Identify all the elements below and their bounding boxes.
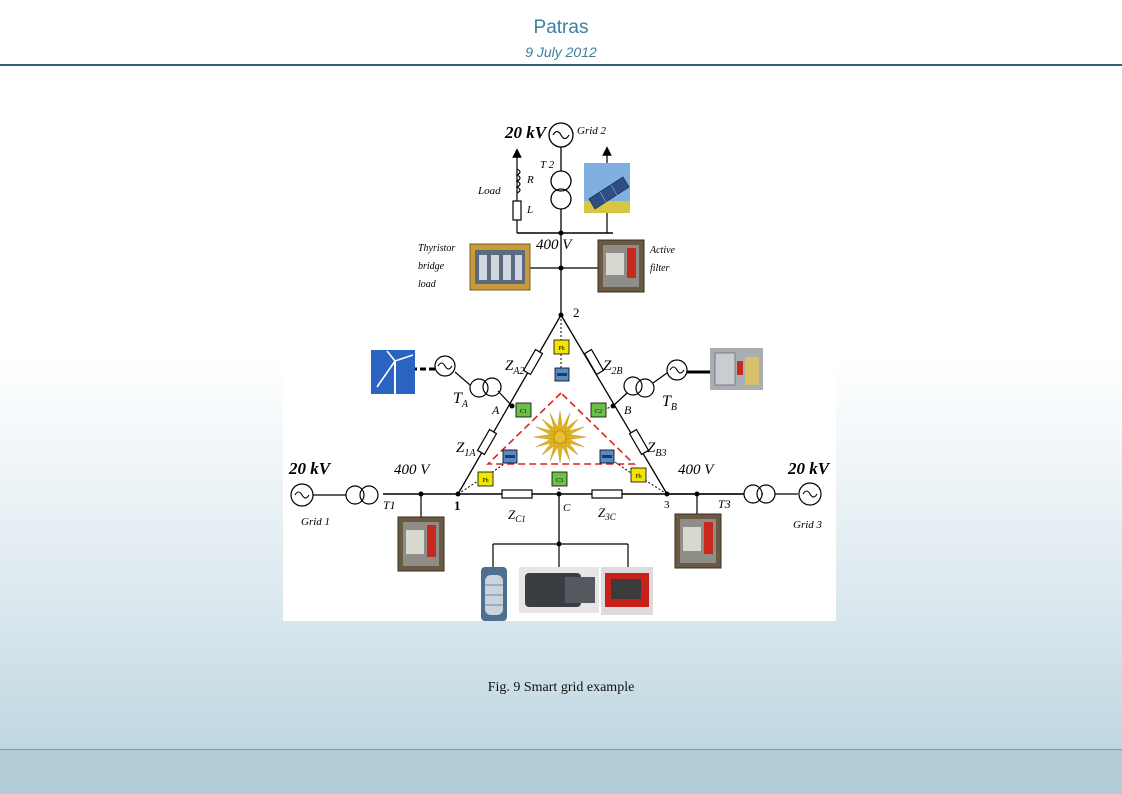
grid-3-source — [798, 482, 822, 506]
svg-text:Ph: Ph — [482, 478, 488, 484]
comm-unit-top — [554, 367, 570, 382]
header-divider — [0, 64, 1122, 66]
comm-unit-right — [599, 449, 615, 464]
impedance-zc1 — [501, 489, 533, 499]
label-grid-2: Grid 2 — [577, 125, 607, 137]
smart-grid-figure: 20 kV Grid 2 T 2 400 V R L Load Thyristo… — [283, 117, 836, 621]
header-date: 9 July 2012 — [525, 44, 597, 60]
label-400v-left: 400 V — [394, 462, 431, 478]
label-t2: T 2 — [540, 159, 555, 171]
communication-triangle — [486, 391, 636, 465]
impedance-z3c — [591, 489, 623, 499]
solar-panel-image — [584, 163, 630, 213]
comm-unit-left — [502, 449, 518, 464]
label-20kv-top: 20 kV — [504, 123, 548, 142]
active-filter-right-image — [674, 513, 722, 569]
label-tb: TB — [662, 393, 677, 413]
label-node-b: B — [624, 403, 632, 417]
controller-c2: C2 — [590, 402, 607, 418]
battery-storage-image — [481, 567, 507, 621]
slide-header: Patras 9 July 2012 — [0, 0, 1122, 66]
fuel-cell-image — [519, 567, 599, 613]
impedance-z1a — [476, 428, 498, 456]
phasor-unit-top: Ph — [553, 339, 570, 355]
label-400v-right: 400 V — [678, 462, 715, 478]
header-place: Patras — [533, 17, 589, 38]
label-ta: TA — [453, 390, 469, 410]
label-thyristor-1: Thyristor — [418, 243, 455, 254]
inductor-r — [515, 168, 521, 194]
controller-c1: C1 — [515, 402, 532, 418]
label-thyristor-2: bridge — [418, 261, 445, 272]
generator-b-source — [666, 359, 688, 381]
svg-text:Ph: Ph — [635, 474, 641, 480]
label-active-1: Active — [649, 245, 676, 256]
active-filter-left-image — [397, 516, 445, 572]
slide-footer-band — [0, 749, 1122, 794]
label-node-a: A — [491, 403, 500, 417]
label-400v-top: 400 V — [536, 237, 573, 253]
label-za2: ZA2 — [505, 358, 524, 377]
transformer-t3 — [743, 484, 776, 504]
wind-generator-source — [434, 355, 456, 377]
label-zb3: ZB3 — [647, 440, 666, 459]
vergina-sun-emblem — [533, 410, 587, 464]
label-t3: T3 — [718, 497, 731, 511]
label-z2b: Z2B — [603, 358, 622, 377]
figure-caption: Fig. 9 Smart grid example — [487, 680, 635, 695]
svg-text:C3: C3 — [556, 478, 563, 484]
label-20kv-right: 20 kV — [787, 459, 831, 478]
transformer-tb — [623, 376, 655, 398]
label-l: L — [526, 204, 533, 216]
flywheel-unit-image — [710, 348, 763, 390]
label-grid-3: Grid 3 — [793, 519, 823, 531]
impedance-zb3 — [628, 428, 650, 456]
smart-grid-diagram: 20 kV Grid 2 T 2 400 V R L Load Thyristo… — [288, 122, 831, 621]
svg-text:C1: C1 — [520, 409, 527, 415]
impedance-z2b — [583, 348, 605, 376]
impedance-za2 — [522, 348, 544, 376]
active-filter-top-image — [597, 239, 645, 293]
label-load: Load — [477, 185, 501, 197]
label-z3c: Z3C — [598, 505, 617, 522]
thyristor-bridge-image — [469, 243, 531, 291]
label-z1a: Z1A — [456, 440, 476, 459]
transformer-ta — [469, 377, 502, 398]
grid-1-source — [290, 483, 314, 507]
label-t1: T1 — [383, 498, 396, 512]
phasor-unit-left: Ph — [477, 471, 494, 487]
label-active-2: filter — [650, 263, 670, 274]
transformer-t2 — [550, 170, 572, 210]
label-node-3: 3 — [664, 499, 670, 511]
label-grid-1: Grid 1 — [301, 516, 330, 528]
label-node-2: 2 — [573, 305, 580, 320]
label-thyristor-3: load — [418, 279, 437, 290]
grid-2-source — [548, 122, 574, 148]
label-zc1: ZC1 — [508, 507, 526, 524]
svg-text:Ph: Ph — [558, 346, 564, 352]
resistor-l — [512, 200, 522, 221]
line-2-1 — [457, 314, 562, 495]
label-node-1: 1 — [454, 498, 461, 513]
phasor-unit-right: Ph — [630, 467, 647, 483]
label-r: R — [526, 174, 534, 186]
wind-turbine-image — [371, 350, 415, 394]
svg-text:C2: C2 — [595, 409, 602, 415]
transformer-t1 — [345, 485, 379, 505]
label-20kv-left: 20 kV — [288, 459, 332, 478]
controller-c3: C3 — [551, 471, 568, 487]
label-node-c: C — [563, 502, 571, 514]
diesel-generator-image — [601, 567, 653, 615]
